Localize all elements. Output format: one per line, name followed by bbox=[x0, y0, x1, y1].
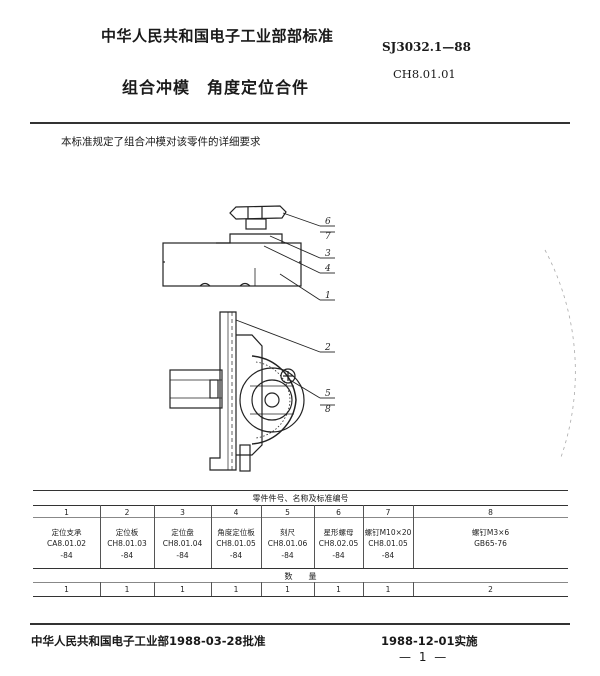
table-caption: 零件件号、名称及标准编号 bbox=[252, 494, 349, 503]
part-code: GB65-76 bbox=[474, 539, 507, 548]
callout-2: 2 bbox=[324, 343, 331, 353]
part-year: -84 bbox=[332, 551, 345, 560]
part-name: 星形螺母 bbox=[323, 528, 354, 537]
part-name: 定位板 bbox=[115, 528, 139, 537]
part-number: 1 bbox=[64, 508, 69, 517]
part-name: 角度定位板 bbox=[217, 528, 255, 537]
part-number: 3 bbox=[180, 508, 185, 517]
callout-7: 7 bbox=[325, 232, 331, 242]
column-divider bbox=[413, 582, 414, 596]
part-code: CH8.01.06 bbox=[267, 539, 308, 548]
quantity-label: 数 量 bbox=[284, 572, 317, 581]
column-divider bbox=[261, 582, 262, 596]
part-code: CH8.01.05 bbox=[216, 539, 256, 548]
part-code: CH8.01.05 bbox=[368, 539, 408, 548]
callout-6: 6 bbox=[325, 217, 331, 227]
callout-5: 5 bbox=[325, 389, 331, 399]
part-quantity: 1 bbox=[64, 585, 69, 594]
scope-statement: 本标准规定了组合冲模对该零件的详细要求 bbox=[61, 136, 261, 148]
part-quantity: 1 bbox=[385, 585, 391, 594]
part-code: CH8.01.04 bbox=[162, 539, 203, 548]
callout-3: 3 bbox=[325, 249, 331, 259]
table-rule bbox=[33, 596, 568, 597]
page-number: — 1 — bbox=[399, 650, 449, 664]
callout-8: 8 bbox=[325, 405, 331, 415]
implementation-date: 1988-12-01实施 bbox=[381, 634, 478, 648]
part-year: -84 bbox=[229, 551, 243, 560]
part-name: 刻尺 bbox=[280, 528, 295, 537]
part-name: 定位支承 bbox=[51, 528, 82, 537]
column-divider bbox=[211, 505, 212, 568]
callout-4: 4 bbox=[324, 264, 331, 274]
part-year: -84 bbox=[60, 551, 73, 560]
part-year: -84 bbox=[176, 551, 189, 560]
part-quantity: 1 bbox=[233, 585, 239, 594]
column-divider bbox=[261, 505, 262, 568]
ministry-header: 中华人民共和国电子工业部部标准 bbox=[101, 27, 334, 45]
footer-rule bbox=[30, 623, 570, 625]
part-year: -84 bbox=[120, 551, 134, 560]
column-divider bbox=[363, 505, 364, 568]
column-divider bbox=[154, 505, 155, 568]
column-divider bbox=[154, 582, 155, 596]
column-divider bbox=[314, 505, 315, 568]
table-rule bbox=[33, 517, 568, 518]
table-rule bbox=[33, 490, 568, 491]
part-number: 2 bbox=[124, 508, 130, 517]
part-number: 5 bbox=[285, 508, 290, 517]
standard-number: SJ3032.1—88 bbox=[382, 40, 471, 54]
standard-code: CH8.01.01 bbox=[393, 67, 456, 81]
part-quantity: 1 bbox=[285, 585, 290, 594]
part-number: 4 bbox=[233, 508, 239, 517]
part-number: 7 bbox=[385, 508, 391, 517]
part-quantity: 1 bbox=[180, 585, 185, 594]
part-code: CH8.02.05 bbox=[318, 539, 359, 548]
table-rule bbox=[33, 505, 568, 506]
part-number: 8 bbox=[488, 508, 493, 517]
part-name: 定位盘 bbox=[171, 528, 194, 537]
part-code: CA8.01.02 bbox=[47, 539, 86, 548]
part-quantity: 1 bbox=[124, 585, 130, 594]
column-divider bbox=[211, 582, 212, 596]
approval-line: 中华人民共和国电子工业部1988-03-28批准 bbox=[31, 634, 266, 648]
parts-table: 零件件号、名称及标准编号 数 量 1 定位支承 CA8.01.02 -84 1 2 定位板 C… bbox=[33, 490, 568, 609]
table-rule bbox=[33, 568, 568, 569]
column-divider bbox=[100, 582, 101, 596]
header-rule bbox=[30, 122, 570, 124]
part-name: 螺钉M3×6 bbox=[471, 528, 510, 537]
column-divider bbox=[314, 582, 315, 596]
part-code: CH8.01.03 bbox=[107, 539, 147, 548]
document-title: 组合冲模 角度定位合件 bbox=[122, 78, 310, 97]
part-quantity: 1 bbox=[336, 585, 341, 594]
part-year: -84 bbox=[281, 551, 294, 560]
column-divider bbox=[413, 505, 414, 568]
part-year: -84 bbox=[381, 551, 395, 560]
callout-1: 1 bbox=[325, 291, 331, 301]
column-divider bbox=[100, 505, 101, 568]
part-number: 6 bbox=[336, 508, 341, 517]
part-quantity: 2 bbox=[488, 585, 493, 594]
part-name: 螺钉M10×20 bbox=[364, 528, 412, 537]
column-divider bbox=[363, 582, 364, 596]
table-rule bbox=[33, 582, 568, 583]
